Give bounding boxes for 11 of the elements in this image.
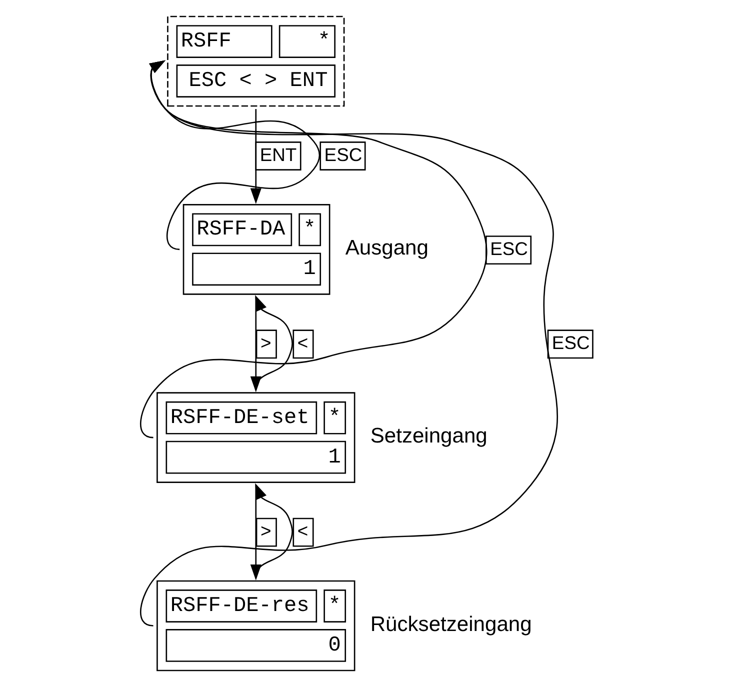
edge-label: ESC bbox=[552, 332, 590, 354]
node-label: Rücksetzeingang bbox=[370, 612, 532, 636]
edge-label: ESC bbox=[490, 238, 528, 259]
edge-label: > bbox=[260, 332, 272, 354]
edge-label: ESC bbox=[324, 144, 362, 165]
edge-label: < bbox=[297, 332, 308, 354]
edge-label: < bbox=[297, 520, 308, 542]
node-label: Setzeingang bbox=[370, 424, 488, 448]
edge-label: > bbox=[260, 520, 272, 542]
node-label: Ausgang bbox=[345, 236, 428, 260]
edge-label: ENT bbox=[260, 144, 297, 165]
